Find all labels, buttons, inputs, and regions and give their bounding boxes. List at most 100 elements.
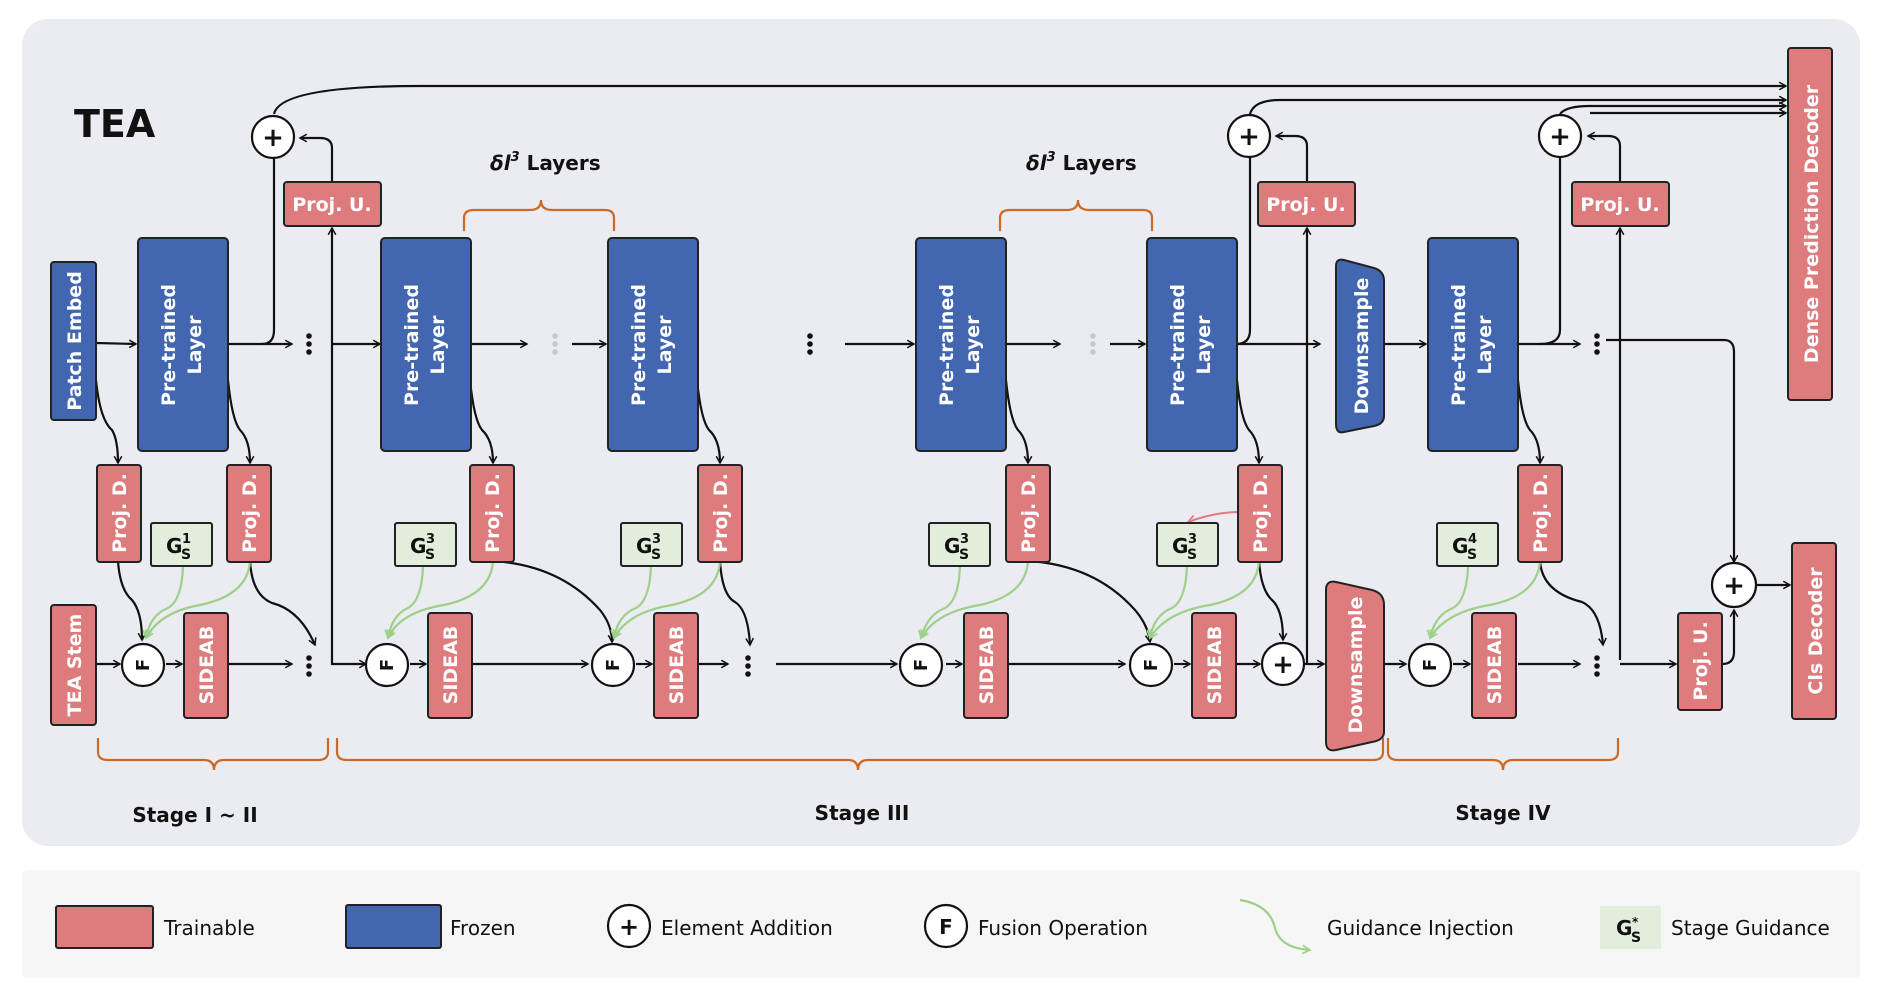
svg-text:TEA Stem: TEA Stem xyxy=(64,614,86,717)
svg-text:G: G xyxy=(166,534,182,558)
svg-text:3: 3 xyxy=(652,532,661,547)
fusion-operation-node: F xyxy=(1407,642,1453,688)
legend: Trainable Frozen + Element Addition F Fu… xyxy=(55,898,1830,950)
proj-d-block: Proj. D. xyxy=(226,464,272,563)
svg-text:SIDEAB: SIDEAB xyxy=(1204,626,1226,705)
proj-u-block: Proj. U. xyxy=(1571,181,1670,227)
proj-d-block: Proj. D. xyxy=(1517,464,1563,563)
pretrained-label: Layer xyxy=(962,315,984,375)
svg-text:SIDEAB: SIDEAB xyxy=(1484,626,1506,705)
pretrained-label: Pre-trained xyxy=(936,284,958,406)
svg-text:Cls Decoder: Cls Decoder xyxy=(1805,567,1827,695)
fusion-operation-node: F xyxy=(898,642,944,688)
sideab-block: SIDEAB xyxy=(1471,612,1517,719)
svg-text:1: 1 xyxy=(182,532,191,547)
svg-text:Element Addition: Element Addition xyxy=(661,916,833,940)
svg-text:S: S xyxy=(1187,547,1197,563)
svg-text:Proj. D.: Proj. D. xyxy=(482,473,504,553)
svg-text:Downsample: Downsample xyxy=(1351,278,1373,415)
svg-text:Proj. D.: Proj. D. xyxy=(1530,473,1552,553)
stage-guidance-box xyxy=(1600,906,1661,949)
svg-text:Stage Guidance: Stage Guidance xyxy=(1671,916,1830,940)
pretrained-label: Pre-trained xyxy=(1167,284,1189,406)
svg-text:F: F xyxy=(1141,659,1162,671)
svg-text:3: 3 xyxy=(426,532,435,547)
svg-text:G: G xyxy=(636,534,652,558)
stage-label: Stage IV xyxy=(1455,801,1551,825)
proj-d-block: Proj. D. xyxy=(96,464,142,563)
svg-text:4: 4 xyxy=(1468,532,1477,547)
svg-text:S: S xyxy=(959,547,969,563)
sideab-block: SIDEAB xyxy=(1191,612,1237,719)
svg-text:G: G xyxy=(944,534,960,558)
element-addition-node: + xyxy=(1260,641,1306,687)
svg-text:G: G xyxy=(1616,916,1632,940)
element-addition-node: + xyxy=(1226,113,1272,159)
svg-text:S: S xyxy=(651,547,661,563)
sideab-block: SIDEAB xyxy=(963,612,1009,719)
pretrained-label: Layer xyxy=(427,315,449,375)
svg-text:+: + xyxy=(1272,650,1294,680)
svg-text:S: S xyxy=(1467,547,1477,563)
connections xyxy=(94,86,1790,664)
svg-text:Trainable: Trainable xyxy=(163,916,255,940)
proj-d-block: Proj. D. xyxy=(697,464,743,563)
svg-text:3: 3 xyxy=(1188,532,1197,547)
pretrained-label: Pre-trained xyxy=(628,284,650,406)
pretrained-label: Layer xyxy=(654,315,676,375)
ellipsis-icon xyxy=(745,655,751,677)
svg-text:+: + xyxy=(1723,571,1745,601)
ellipsis-icon xyxy=(1090,333,1096,355)
pretrained-label: Layer xyxy=(1193,315,1215,375)
svg-text:Frozen: Frozen xyxy=(450,916,516,940)
svg-text:+: + xyxy=(262,123,284,153)
element-addition-node: + xyxy=(1537,113,1583,159)
fusion-operation-node: F xyxy=(590,642,636,688)
fusion-operation-node: F xyxy=(1128,642,1174,688)
cls-decoder: Cls Decoder xyxy=(1791,542,1837,720)
proj-d-block: Proj. D. xyxy=(469,464,515,563)
fusion-operation-icon xyxy=(923,903,969,949)
svg-text:F: F xyxy=(911,659,932,671)
proj-d-block: Proj. D. xyxy=(1237,464,1283,563)
pretrained-label: Pre-trained xyxy=(1448,284,1470,406)
svg-text:Proj. D.: Proj. D. xyxy=(710,473,732,553)
proj-d-block: Proj. D. xyxy=(1005,464,1051,563)
cls-proj-u-block: Proj. U. xyxy=(1677,612,1723,711)
svg-text:G: G xyxy=(410,534,426,558)
ellipsis-icon xyxy=(807,333,813,355)
svg-text:F: F xyxy=(603,659,624,671)
proj-u-block: Proj. U. xyxy=(1257,181,1356,227)
svg-text:Proj. U.: Proj. U. xyxy=(292,194,371,216)
svg-text:Proj. D.: Proj. D. xyxy=(109,473,131,553)
diagram-title: TEA xyxy=(74,102,156,146)
pretrained-label: Layer xyxy=(1474,315,1496,375)
tea-stem-block: TEA Stem xyxy=(50,604,97,726)
svg-text:F: F xyxy=(939,915,953,939)
svg-text:Proj. U.: Proj. U. xyxy=(1690,621,1712,700)
proj-u-block: Proj. U. xyxy=(283,181,382,227)
braces xyxy=(96,199,1620,771)
svg-text:S: S xyxy=(1631,930,1641,946)
svg-text:G: G xyxy=(1172,534,1188,558)
svg-text:Patch Embed: Patch Embed xyxy=(64,271,86,411)
svg-text:S: S xyxy=(425,547,435,563)
stage-label: Stage I ~ II xyxy=(132,803,257,827)
svg-text:SIDEAB: SIDEAB xyxy=(976,626,998,705)
ellipsis-icon xyxy=(1594,333,1600,355)
sideab-block: SIDEAB xyxy=(183,612,229,719)
svg-text:Proj. D.: Proj. D. xyxy=(1018,473,1040,553)
svg-text:F: F xyxy=(1420,659,1441,671)
svg-text:Proj. U.: Proj. U. xyxy=(1580,194,1659,216)
